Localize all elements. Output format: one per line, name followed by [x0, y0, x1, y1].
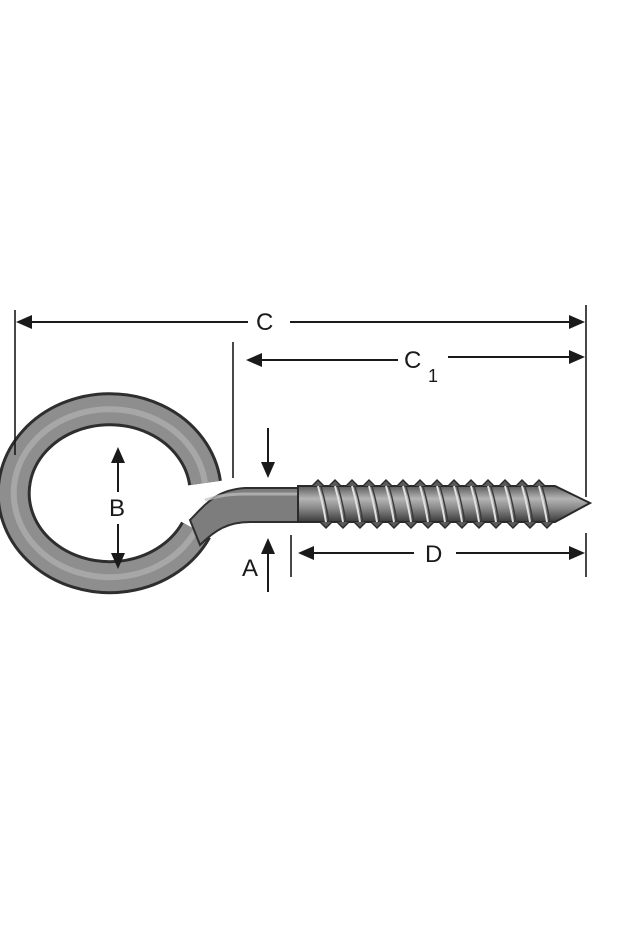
thread-tooth-top — [464, 479, 478, 487]
thread-helix — [436, 485, 446, 523]
thread-helix-shadow — [439, 485, 449, 523]
thread-helix-shadow — [337, 485, 347, 523]
extension-lines — [14, 305, 587, 577]
thread-helix-shadow — [456, 485, 466, 523]
thread-tooth-top — [447, 479, 461, 487]
thread-tooth-bottom — [319, 521, 333, 529]
arrow-c-left — [16, 315, 32, 329]
arrow-b-top — [111, 447, 125, 463]
thread-helix-shadow — [524, 485, 534, 523]
thread-helix — [538, 485, 548, 523]
thread-tooth-top — [481, 479, 495, 487]
arrow-d-left — [298, 546, 314, 560]
thread-helix-shadow — [473, 485, 483, 523]
dimension-c: C — [16, 309, 585, 336]
thread-tooth-bottom — [540, 521, 554, 529]
thread-helix — [317, 485, 327, 523]
thread-helix-shadow — [320, 485, 330, 523]
thread-tooth-bottom — [336, 521, 350, 529]
thread-helix-shadow — [388, 485, 398, 523]
thread-tooth-bottom — [489, 521, 503, 529]
arrow-a-bottom — [261, 538, 275, 554]
thread-helix-shadow — [371, 485, 381, 523]
thread-helix-shadow — [354, 485, 364, 523]
thread-tooth-top — [379, 479, 393, 487]
thread-tooth-bottom — [404, 521, 418, 529]
thread-helix — [402, 485, 412, 523]
thread-tooth-top — [328, 479, 342, 487]
thread-helix — [487, 485, 497, 523]
dimension-c1: C 1 — [246, 347, 585, 386]
thread-helix — [504, 485, 514, 523]
thread-helix-shadow — [490, 485, 500, 523]
arrow-c1-left — [246, 353, 262, 367]
label-d: D — [425, 541, 442, 568]
threaded-shank — [297, 479, 593, 529]
arrow-a-top — [261, 462, 275, 478]
eye-screw — [0, 392, 593, 595]
thread-tooth-top — [430, 479, 444, 487]
thread-tooth-top — [396, 479, 410, 487]
thread-tooth-bottom — [387, 521, 401, 529]
thread-helix — [385, 485, 395, 523]
thread-helix — [368, 485, 378, 523]
thread-helix-shadow — [541, 485, 551, 523]
thread-tooth-top — [532, 479, 546, 487]
thread-tooth-bottom — [370, 521, 384, 529]
thread-helix — [521, 485, 531, 523]
label-c: C — [256, 309, 273, 336]
thread-helix-shadow — [422, 485, 432, 523]
thread-helix — [334, 485, 344, 523]
dimension-d: D — [298, 541, 585, 568]
arrow-d-right — [569, 546, 585, 560]
thread-tooth-bottom — [455, 521, 469, 529]
thread-tooth-top — [498, 479, 512, 487]
label-c1: C — [404, 347, 421, 374]
thread-tooth-bottom — [438, 521, 452, 529]
thread-helix — [351, 485, 361, 523]
arrow-c1-right — [569, 350, 585, 364]
label-a: A — [242, 555, 258, 582]
arrow-b-bottom — [111, 553, 125, 569]
thread-tooth-bottom — [523, 521, 537, 529]
label-c1-subscript: 1 — [428, 366, 438, 386]
thread-helix — [453, 485, 463, 523]
thread-tooth-top — [413, 479, 427, 487]
eye-ring — [0, 392, 222, 595]
label-b: B — [109, 495, 125, 522]
dimension-b: B — [109, 447, 125, 569]
thread-helix-shadow — [507, 485, 517, 523]
eye-neck — [188, 487, 301, 547]
thread-tooth-top — [362, 479, 376, 487]
thread-tooth-top — [311, 479, 325, 487]
thread-helix — [470, 485, 480, 523]
thread-tooth-bottom — [353, 521, 367, 529]
thread-helix-shadow — [405, 485, 415, 523]
thread-helix — [419, 485, 429, 523]
thread-tooth-bottom — [472, 521, 486, 529]
thread-tooth-top — [515, 479, 529, 487]
dimension-a: A — [242, 428, 275, 592]
thread-tooth-bottom — [506, 521, 520, 529]
thread-ridges — [311, 479, 554, 529]
arrow-c-right — [569, 315, 585, 329]
thread-tooth-top — [345, 479, 359, 487]
thread-tooth-bottom — [421, 521, 435, 529]
